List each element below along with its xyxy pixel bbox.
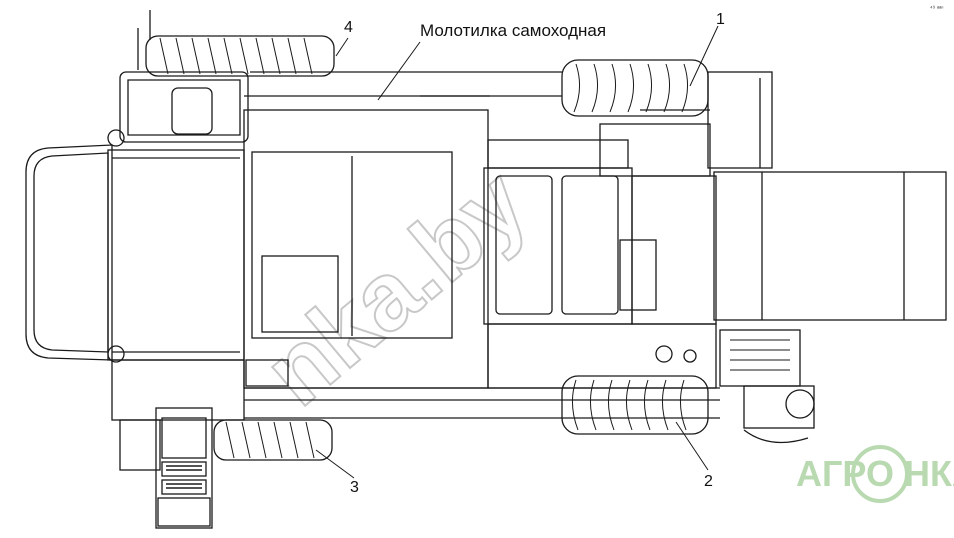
callout-3: 3 <box>350 479 359 496</box>
antenna <box>137 10 151 70</box>
front-wheel-top <box>145 35 335 77</box>
callout-1: 1 <box>716 11 725 28</box>
mirror-right <box>107 345 125 363</box>
watermark: nka.by <box>245 149 547 426</box>
cab-roof <box>119 71 249 143</box>
leader-lines <box>315 25 719 479</box>
rear-hitch <box>743 385 815 444</box>
front-wheel-bottom <box>213 419 333 461</box>
lower-body <box>487 323 717 389</box>
callout-4: 4 <box>344 19 353 36</box>
cab-platform <box>25 144 245 361</box>
rear-conveyor <box>713 171 947 321</box>
rear-wheel-bottom <box>561 375 709 435</box>
mirror-left <box>107 129 125 147</box>
rear-grate <box>719 329 801 387</box>
corner-mark: ⁴⁹ ᵃᵃⁿ <box>930 5 943 12</box>
logo-text: АГРО НКА <box>796 453 954 494</box>
callout-2: 2 <box>704 473 713 490</box>
rear-wheel-top <box>561 59 709 117</box>
cab-lower <box>111 359 245 471</box>
diagram-title: Молотилка самоходная <box>420 21 606 40</box>
rear-axle-top <box>707 71 773 169</box>
agronka-logo: АГРО НКА <box>796 445 954 503</box>
access-ladder <box>155 407 213 529</box>
